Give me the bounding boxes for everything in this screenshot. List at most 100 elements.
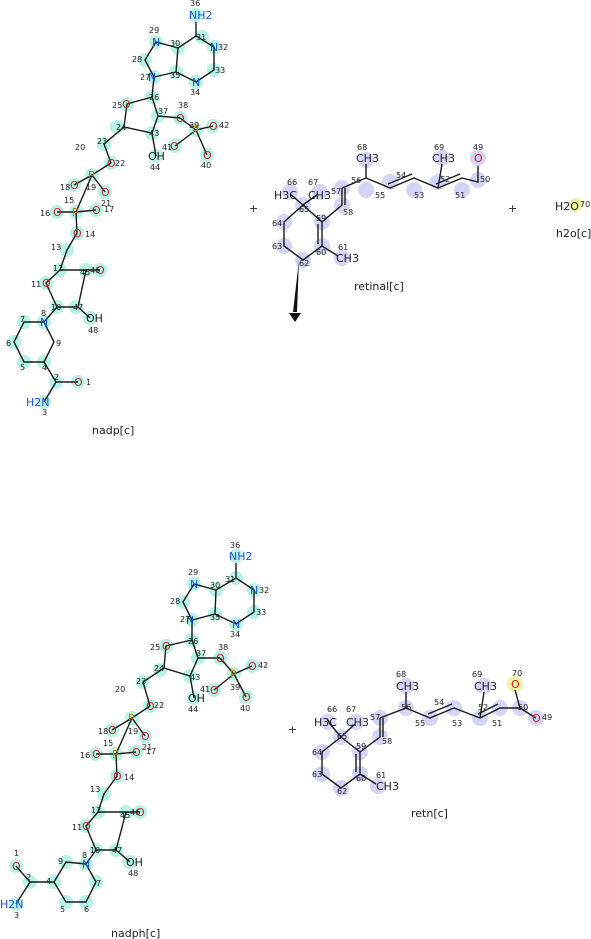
svg-text:CH3: CH3 <box>432 152 455 165</box>
svg-text:7: 7 <box>20 315 25 324</box>
svg-text:O: O <box>474 152 483 165</box>
svg-text:O: O <box>203 149 212 162</box>
svg-text:48: 48 <box>128 869 138 878</box>
svg-text:N: N <box>186 614 194 627</box>
svg-text:N: N <box>250 584 258 597</box>
svg-text:56: 56 <box>401 703 411 712</box>
svg-text:32: 32 <box>259 586 269 595</box>
svg-text:9: 9 <box>58 857 63 866</box>
svg-text:29: 29 <box>149 26 159 35</box>
svg-text:P: P <box>72 206 79 219</box>
svg-text:20: 20 <box>115 685 125 694</box>
svg-text:40: 40 <box>240 704 250 713</box>
water-molecule: H2O 70 h2o[c] <box>555 198 591 240</box>
svg-text:33: 33 <box>256 608 266 617</box>
svg-text:O: O <box>82 820 91 833</box>
svg-text:5: 5 <box>60 905 65 914</box>
nadp-oh-label: OH <box>148 150 165 163</box>
svg-text:CH3: CH3 <box>346 716 369 729</box>
svg-text:O: O <box>73 227 82 240</box>
svg-text:57: 57 <box>331 187 341 196</box>
svg-text:38: 38 <box>178 101 188 110</box>
svg-text:65: 65 <box>337 732 347 741</box>
svg-text:34: 34 <box>190 88 200 97</box>
svg-text:62: 62 <box>337 787 347 796</box>
svg-text:18: 18 <box>98 727 108 736</box>
svg-text:22: 22 <box>115 159 125 168</box>
svg-text:O: O <box>96 264 105 277</box>
svg-text:O: O <box>242 691 251 704</box>
svg-text:27: 27 <box>180 615 190 624</box>
nadph-name: nadph[c] <box>111 927 160 939</box>
svg-text:34: 34 <box>230 630 240 639</box>
svg-text:27: 27 <box>140 73 150 82</box>
svg-text:O: O <box>70 179 79 192</box>
svg-text:N: N <box>190 578 198 591</box>
svg-text:33: 33 <box>215 66 225 75</box>
svg-text:62: 62 <box>299 259 309 268</box>
svg-text:39: 39 <box>189 121 199 130</box>
svg-text:16: 16 <box>80 751 90 760</box>
svg-text:O: O <box>92 204 101 217</box>
retn-highlight <box>314 678 544 796</box>
svg-text:O: O <box>141 730 150 743</box>
svg-text:24: 24 <box>154 664 164 673</box>
svg-text:O: O <box>136 806 145 819</box>
svg-text:O: O <box>74 376 83 389</box>
svg-text:O: O <box>532 712 541 725</box>
svg-text:64: 64 <box>312 748 322 757</box>
svg-text:O: O <box>113 770 122 783</box>
svg-text:42: 42 <box>219 121 229 130</box>
svg-text:CH3: CH3 <box>376 780 399 793</box>
svg-text:5: 5 <box>20 363 25 372</box>
svg-text:CH3: CH3 <box>336 252 359 265</box>
svg-text:7: 7 <box>96 879 101 888</box>
svg-text:P: P <box>230 668 237 681</box>
svg-text:O: O <box>53 206 62 219</box>
svg-text:4: 4 <box>42 363 47 372</box>
h2o-atom-number: 70 <box>580 200 590 209</box>
svg-text:50: 50 <box>518 703 528 712</box>
svg-text:55: 55 <box>415 719 425 728</box>
svg-text:H3C: H3C <box>314 716 337 729</box>
svg-text:35: 35 <box>170 71 180 80</box>
svg-text:48: 48 <box>88 326 98 335</box>
svg-text:66: 66 <box>287 178 297 187</box>
svg-text:29: 29 <box>188 568 198 577</box>
svg-text:11: 11 <box>31 280 41 289</box>
svg-text:51: 51 <box>455 191 465 200</box>
svg-text:70: 70 <box>512 669 522 678</box>
svg-text:OH: OH <box>86 312 103 325</box>
svg-text:69: 69 <box>472 670 482 679</box>
svg-text:69: 69 <box>434 143 444 152</box>
svg-text:17: 17 <box>146 747 156 756</box>
svg-text:19: 19 <box>86 183 96 192</box>
svg-text:OH: OH <box>188 692 205 705</box>
svg-text:O: O <box>12 860 21 873</box>
svg-text:39: 39 <box>230 683 240 692</box>
svg-text:12: 12 <box>53 264 63 273</box>
svg-text:14: 14 <box>124 773 134 782</box>
svg-text:H2N: H2N <box>0 898 24 911</box>
svg-text:CH3: CH3 <box>474 680 497 693</box>
svg-text:N: N <box>192 76 200 89</box>
svg-text:O: O <box>122 98 131 111</box>
svg-text:61: 61 <box>376 771 386 780</box>
svg-text:60: 60 <box>316 248 326 257</box>
svg-text:24: 24 <box>116 123 126 132</box>
svg-text:O: O <box>210 684 219 697</box>
svg-text:15: 15 <box>103 739 113 748</box>
svg-text:58: 58 <box>382 737 392 746</box>
svg-text:19: 19 <box>128 727 138 736</box>
svg-text:38: 38 <box>218 643 228 652</box>
svg-text:49: 49 <box>542 713 552 722</box>
svg-text:46: 46 <box>90 266 100 275</box>
svg-text:21: 21 <box>142 743 152 752</box>
plus-sign: + <box>288 723 297 736</box>
svg-text:6: 6 <box>84 905 89 914</box>
svg-text:1: 1 <box>86 378 91 387</box>
h2o-formula: H2O <box>555 200 579 213</box>
svg-text:O: O <box>107 157 116 170</box>
